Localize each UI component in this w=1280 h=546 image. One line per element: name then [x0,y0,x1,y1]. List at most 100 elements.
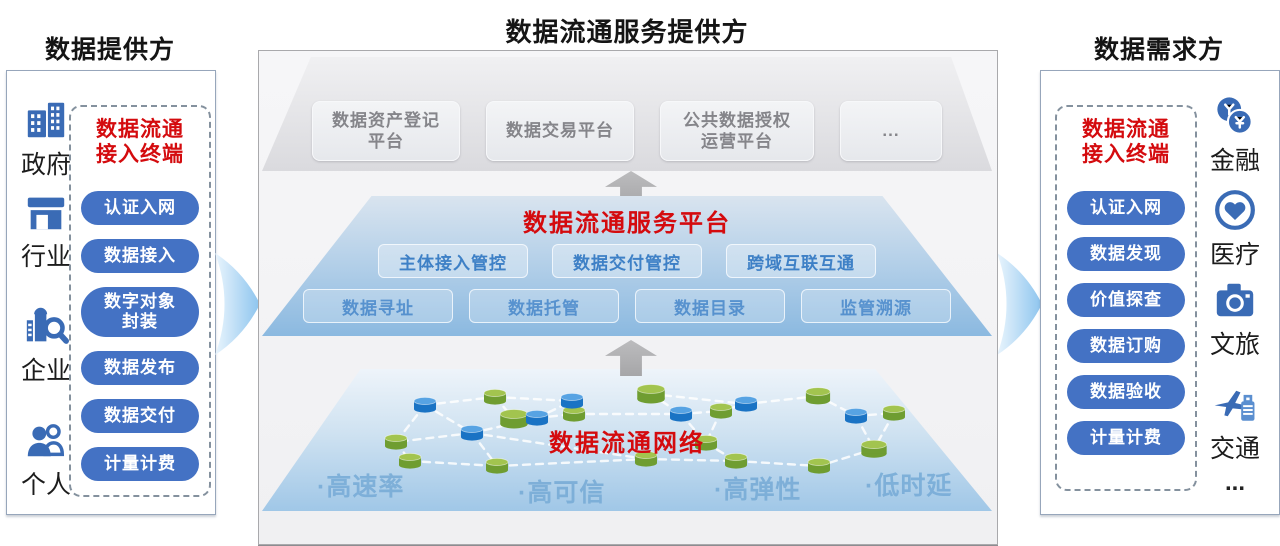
flow-arrow-right-icon [996,252,1044,356]
pill-button-数据发布: 数据发布 [81,351,199,385]
pill-button-计量计费: 计量计费 [1067,421,1185,455]
service-box-数据交付管控: 数据交付管控 [552,244,702,278]
consumer-panel: 数据流通 接入终端 认证入网 数据发现 价值探查 数据订购 数据验收 计量计费 … [1040,70,1280,515]
provider-title: 数据提供方 [44,36,175,64]
network-graph [384,384,906,474]
consumer-terminal-box: 数据流通 接入终端 认证入网 数据发现 价值探查 数据订购 数据验收 计量计费 [1055,105,1197,491]
sector-label: 医疗 [1209,241,1260,269]
medical-heart-icon [1212,187,1258,233]
network-node-blue [734,395,758,412]
network-node-green [485,458,509,474]
service-platform-title: 数据流通服务平台 [523,210,731,237]
network-node-green [805,387,831,405]
sector-label: 文旅 [1209,331,1260,359]
provider-panel: 政府 行业 企业 个人 数据流通 接入终端 认证入网 数据接入 数字对象 封装 … [6,70,216,515]
service-box-跨域互联互通: 跨域互联互通 [726,244,876,278]
person-group-icon [23,417,69,463]
network-node-green [398,453,422,469]
network-edge [394,431,474,444]
sector-finance: 金融 [1199,93,1271,177]
network-layer: 数据流通网络 ·高速率 ·高可信 ·高弹性 ·低时延 [262,369,992,511]
role-industry: 行业 [13,189,79,273]
network-node-green [807,458,831,474]
network-edge [423,395,497,407]
network-node-blue [669,406,693,422]
pill-button-数据订购: 数据订购 [1067,329,1185,363]
pill-button-数据接入: 数据接入 [81,239,199,273]
terminal-title: 数据流通 接入终端 [96,118,184,167]
role-label: 政府 [20,151,71,179]
role-individual: 个人 [13,417,79,501]
service-box-数据目录: 数据目录 [635,289,785,323]
sector-culture-tourism: 文旅 [1199,277,1271,361]
network-title: 数据流通网络 [549,430,705,457]
network-node-green [634,451,658,467]
network-node-blue [560,392,584,409]
government-building-icon [23,97,69,143]
pill-button-价值探查: 价值探查 [1067,283,1185,317]
role-government: 政府 [13,97,79,181]
network-edge [495,457,648,468]
sector-more: ... [1199,467,1271,497]
role-label: 企业 [20,357,71,385]
network-node-green [562,406,586,422]
terminal-title: 数据流通 接入终端 [1082,118,1170,167]
network-node-blue [413,396,437,413]
network-node-green [694,435,718,451]
pill-button-认证入网: 认证入网 [1067,191,1185,225]
network-node-blue [844,408,868,424]
pill-button-数据发现: 数据发现 [1067,237,1185,271]
network-node-green [882,405,906,421]
feature-低时延: ·低时延 [865,472,953,500]
platform-layer: 数据资产登记 平台 数据交易平台 公共数据授权 运营平台 ... [262,57,992,171]
service-box-数据寻址: 数据寻址 [303,289,453,323]
sector-medical: 医疗 [1199,187,1271,271]
pill-button-数据交付: 数据交付 [81,399,199,433]
sector-label: 交通 [1209,435,1260,463]
provider-terminal-box: 数据流通 接入终端 认证入网 数据接入 数字对象 封装 数据发布 数据交付 计量… [69,105,211,497]
network-node-green [384,434,408,450]
pill-button-认证入网: 认证入网 [81,191,199,225]
network-edge [470,431,648,461]
role-label: 个人 [20,471,71,499]
network-node-green [483,388,507,405]
pill-button-数据验收: 数据验收 [1067,375,1185,409]
consumer-title: 数据需求方 [1093,36,1224,64]
network-node-green [636,384,666,404]
network-node-green [724,453,748,469]
pill-button-数字对象封装: 数字对象 封装 [81,287,199,337]
service-platform-layer: 数据流通服务平台 主体接入管控 数据交付管控 跨域互联互通 数据寻址 数据托管 … [262,196,992,336]
service-box-主体接入管控: 主体接入管控 [378,244,528,278]
network-node-blue [525,410,549,426]
role-label: 行业 [20,243,71,271]
enterprise-search-icon [23,303,69,349]
network-edge [734,459,821,468]
industry-store-icon [23,189,69,235]
transport-plane-icon [1212,381,1258,427]
role-enterprise: 企业 [13,303,79,387]
sector-label: ... [1224,469,1245,496]
network-edge [408,459,499,468]
network-edge [817,447,876,468]
feature-高可信: ·高可信 [518,479,606,507]
service-box-监管溯源: 监管溯源 [801,289,951,323]
network-edge [644,457,738,463]
feature-高弹性: ·高弹性 [714,476,802,504]
network-node-blue [460,425,484,441]
platform-box-数据交易平台: 数据交易平台 [486,101,634,161]
platform-box-公共数据授权运营平台: 公共数据授权 运营平台 [660,101,814,161]
platform-box-数据资产登记平台: 数据资产登记 平台 [312,101,460,161]
finance-coins-icon [1212,93,1258,139]
pill-button-计量计费: 计量计费 [81,447,199,481]
service-box-数据托管: 数据托管 [469,289,619,323]
network-node-green [709,403,733,419]
network-node-green [860,439,888,458]
platform-box-ellipsis: ... [840,101,942,161]
culture-tourism-icon [1212,277,1258,323]
network-edge [493,395,574,403]
network-edge [649,392,748,406]
feature-高速率: ·高速率 [317,473,405,501]
network-edge [744,394,820,406]
sector-label: 金融 [1209,147,1260,175]
service-provider-panel: 数据资产登记 平台 数据交易平台 公共数据授权 运营平台 ... 数据流通服务平… [258,50,998,545]
